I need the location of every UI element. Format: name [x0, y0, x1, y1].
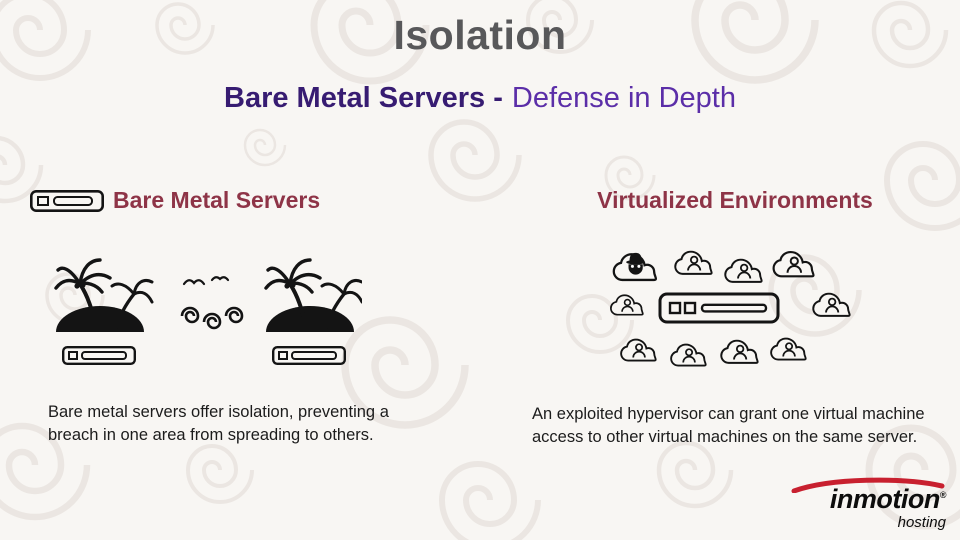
registered-mark: ® [939, 490, 947, 500]
user-cloud-icon [774, 252, 814, 276]
page-title: Isolation [393, 12, 567, 58]
subtitle-bold-text: Bare Metal Servers - [224, 82, 503, 114]
virtualization-breach-illustration [608, 248, 858, 370]
left-section-heading: Bare Metal Servers [113, 187, 321, 213]
server-icon [272, 346, 346, 365]
user-cloud-icon [725, 260, 761, 282]
page-subtitle: Bare Metal Servers -Defense in Depth [0, 82, 960, 115]
left-section-body: Bare metal servers offer isolation, prev… [48, 403, 389, 445]
logo-subname: hosting [897, 514, 946, 531]
right-section-body: An exploited hypervisor can grant one vi… [532, 405, 925, 447]
user-cloud-icon [675, 252, 711, 274]
user-cloud-icon [721, 341, 757, 363]
palm-island-icon [264, 258, 364, 334]
server-icon [29, 189, 105, 212]
palm-island-icon [54, 258, 154, 334]
logo-name: inmotion® [829, 484, 947, 514]
hacker-cloud-icon [614, 253, 656, 280]
subtitle-regular-text: Defense in Depth [511, 82, 736, 114]
right-section-heading: Virtualized Environments [597, 187, 873, 213]
user-cloud-icon [671, 345, 706, 366]
user-cloud-icon [813, 294, 849, 316]
server-icon [62, 346, 136, 365]
inmotion-hosting-logo: inmotion® hosting [790, 477, 947, 531]
server-icon [658, 292, 780, 324]
user-cloud-icon [611, 295, 643, 314]
logo-swoosh-icon [791, 477, 945, 493]
user-cloud-icon [621, 340, 656, 361]
isolated-islands-illustration [52, 250, 364, 368]
user-cloud-icon [771, 339, 806, 360]
waves-birds-icon [180, 276, 244, 330]
